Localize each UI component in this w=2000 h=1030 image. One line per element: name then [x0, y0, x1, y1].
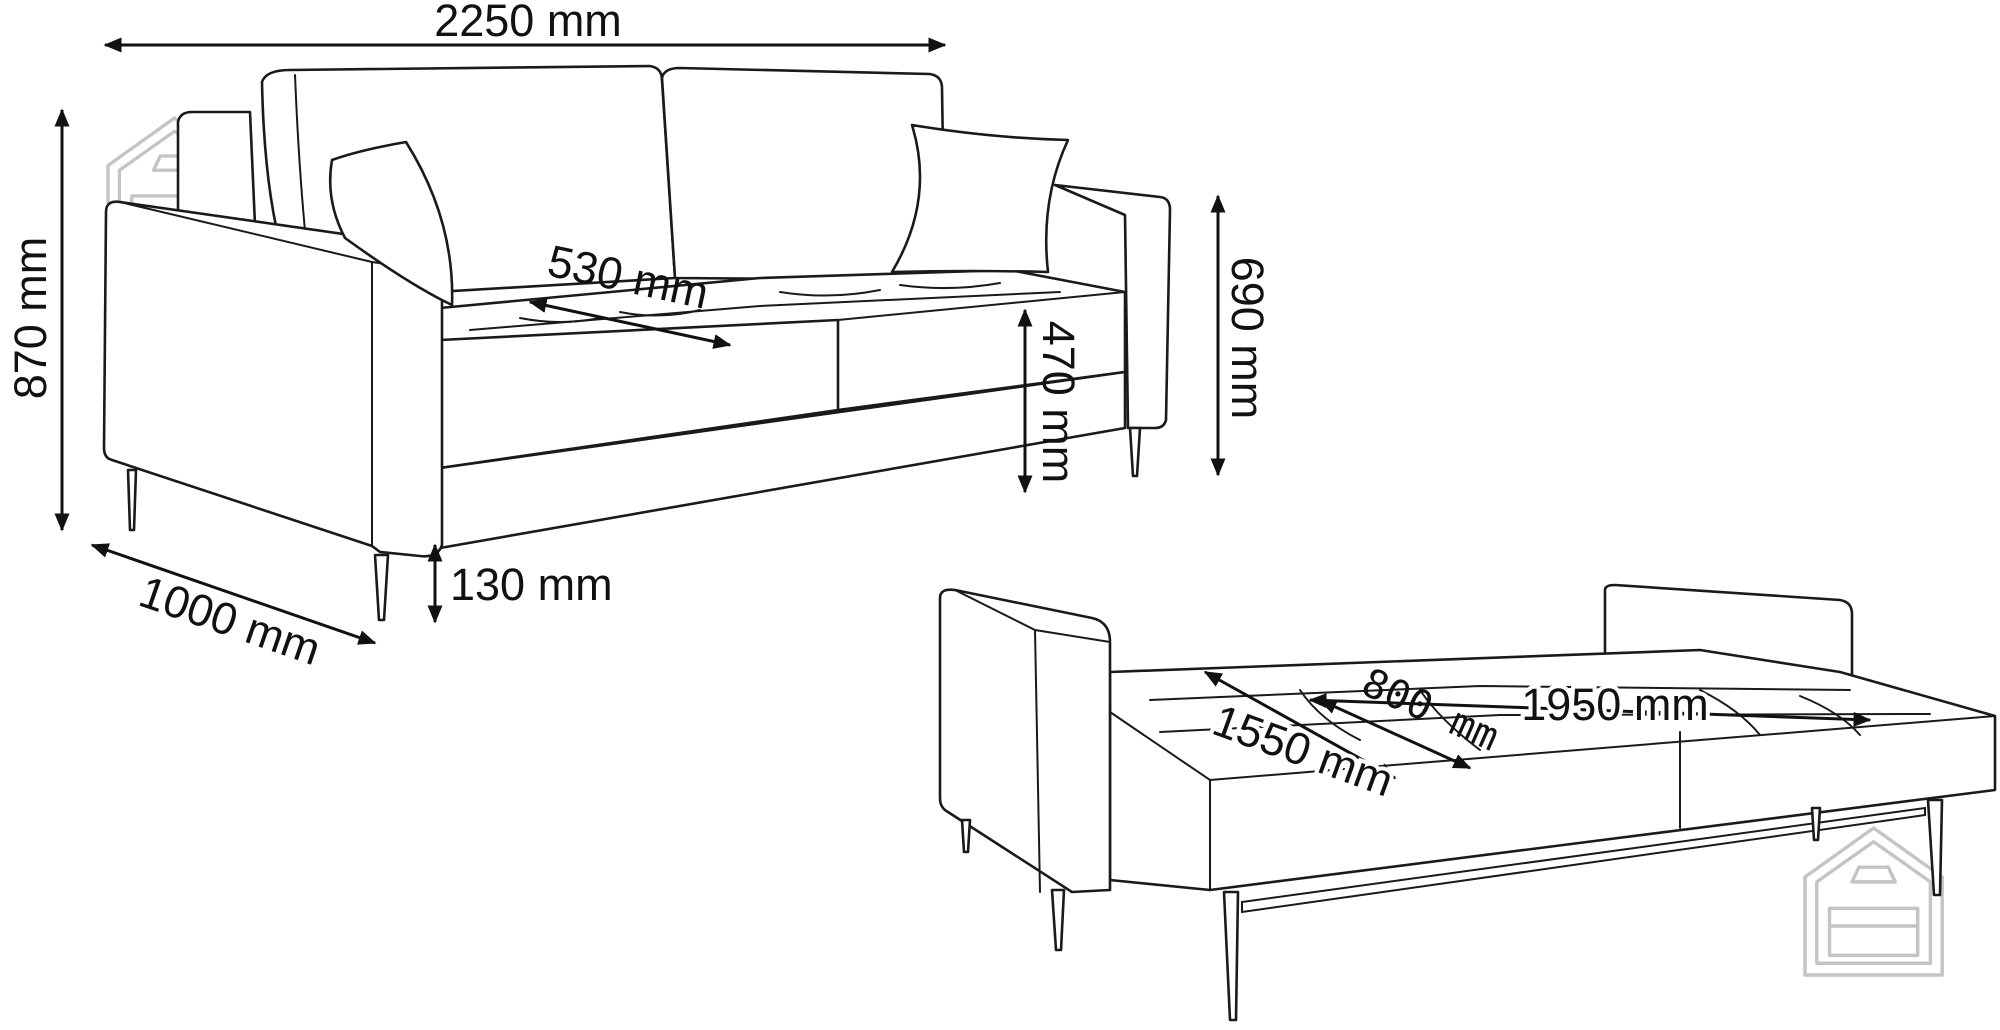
- label-depth: 1000 mm: [133, 566, 327, 675]
- dimension-seat-height: 470 mm: [1017, 308, 1084, 494]
- dimension-depth: 1000 mm: [90, 543, 377, 675]
- sofa-drawing: [102, 64, 1172, 622]
- dimension-leg-height: 130 mm: [427, 543, 613, 624]
- house-sofa-logo-icon: [1803, 826, 1944, 977]
- label-leg-height: 130 mm: [450, 559, 613, 610]
- label-width: 2250 mm: [434, 0, 622, 46]
- dimension-height: 870 mm: [5, 108, 70, 532]
- dimension-width: 2250 mm: [103, 0, 947, 53]
- label-bed-length: 1950 mm: [1521, 679, 1709, 730]
- label-seat-height: 470 mm: [1033, 321, 1084, 484]
- label-arm-height: 690 mm: [1222, 257, 1273, 420]
- dimension-bed-length: 1950 mm: [1308, 675, 1872, 734]
- label-height: 870 mm: [5, 237, 56, 400]
- dimension-arm-height: 690 mm: [1210, 194, 1273, 477]
